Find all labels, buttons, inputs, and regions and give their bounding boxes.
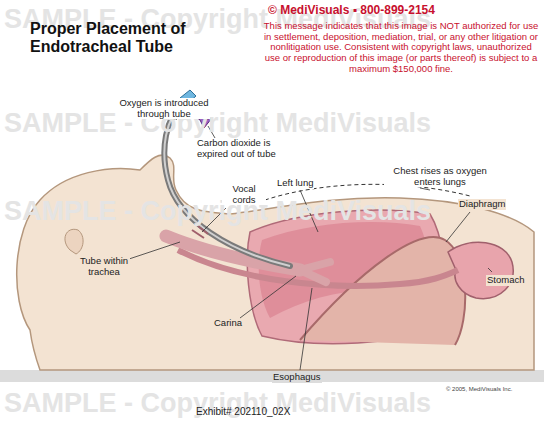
part-label: Carbon dioxide is expired out of tube xyxy=(196,138,288,159)
vocal-cords xyxy=(192,226,208,238)
part-label: Carina xyxy=(214,318,242,329)
part-label: Esophagus xyxy=(272,372,322,383)
copyright-year: © 2005, MediVisuals Inc. xyxy=(446,386,512,393)
watermark: SAMPLE - Copyright MediVisuals xyxy=(4,196,431,227)
exhibit-caption: Exhibit# 202110_02X xyxy=(196,406,290,417)
part-label: Oxygen is introduced through tube xyxy=(118,98,210,119)
part-label: Vocal cords xyxy=(222,184,266,205)
copyright-header: © MediVisuals ▪ 800-899-2154 xyxy=(268,4,435,17)
copyright-notice: This message indicates that this image i… xyxy=(262,21,540,74)
part-label: Chest rises as oxygen enters lungs xyxy=(384,166,496,187)
leader-lines xyxy=(120,100,492,370)
ear xyxy=(65,229,83,254)
part-label: Left lung xyxy=(276,178,314,189)
part-label: Stomach xyxy=(486,275,526,286)
table xyxy=(0,370,544,382)
part-label: Tube within trachea xyxy=(78,256,130,277)
diaphragm xyxy=(300,237,465,345)
bronchi xyxy=(300,262,330,282)
watermark: SAMPLE - Copyright MediVisuals xyxy=(4,108,431,139)
diagram-title: Proper Placement of Endotracheal Tube xyxy=(30,20,208,56)
part-label: Diaphragm xyxy=(458,199,506,210)
